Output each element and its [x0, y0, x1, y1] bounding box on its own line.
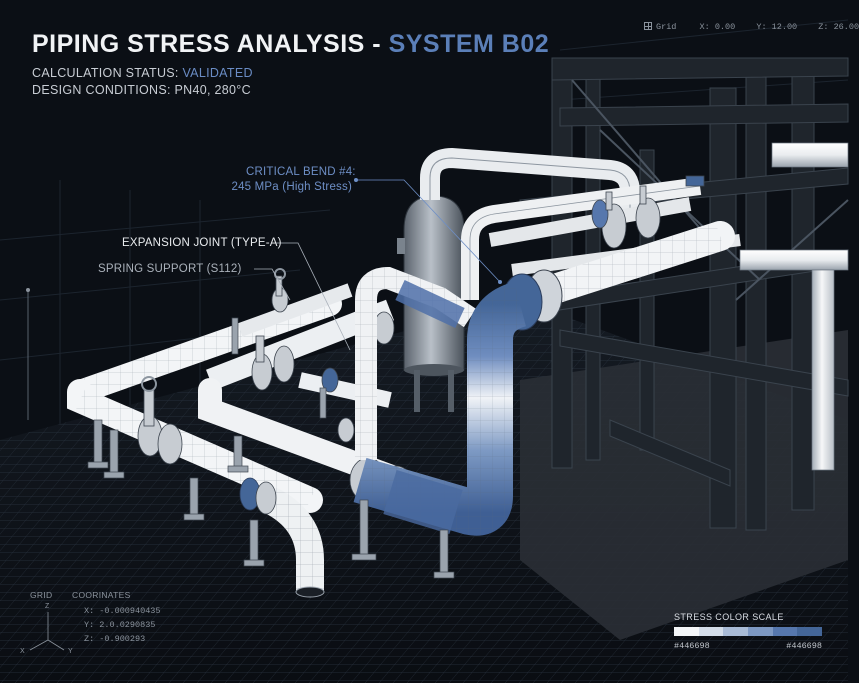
coordinates-readout: X: -0.000940435 Y: 2.0.0290835 Z: -0.900… — [84, 604, 161, 646]
axis-y-label: Y — [68, 648, 73, 655]
coord-x: X: -0.000940435 — [84, 606, 161, 616]
grid-toggle[interactable]: Grid — [644, 22, 676, 32]
status-value: VALIDATED — [182, 66, 253, 80]
status-label: CALCULATION STATUS: — [32, 66, 183, 80]
z-readout: Z: 26.00 — [818, 22, 859, 32]
coord-y: Y: 2.0.0290835 — [84, 620, 156, 630]
critical-bend-callout[interactable]: CRITICAL BEND #4: — [246, 166, 356, 178]
title-system: SYSTEM B02 — [388, 30, 550, 58]
stress-color-scale: STRESS COLOR SCALE #446698 #446698 — [674, 612, 823, 651]
stress-scale-max: #446698 — [786, 641, 822, 651]
grid-icon — [644, 22, 652, 30]
x-readout: X: 0.00 — [699, 22, 736, 32]
critical-bend-title: CRITICAL BEND #4: — [246, 166, 356, 178]
critical-bend-stress: 245 MPa (High Stress) — [231, 181, 352, 193]
stress-scale-swatch-4 — [772, 627, 798, 636]
coord-z: Z: -0.900293 — [84, 634, 146, 644]
y-readout: Y: 12.00 — [756, 22, 798, 32]
title-main: PIPING STRESS ANALYSIS - — [32, 30, 389, 58]
stress-scale-swatch-2 — [723, 627, 749, 636]
stress-scale-swatch-3 — [748, 627, 773, 636]
expansion-joint-callout[interactable]: EXPANSION JOINT (TYPE-A) — [122, 237, 282, 249]
stress-scale-min: #446698 — [674, 641, 710, 651]
axis-z-label: Z — [45, 603, 50, 610]
conditions-label: DESIGN CONDITIONS: — [32, 83, 175, 97]
stress-scale-swatch-5 — [797, 627, 823, 636]
view-toolbar: Grid X: 0.00 Y: 12.00 Z: 26.00 — [644, 22, 859, 38]
axis-triad — [29, 612, 65, 651]
stress-scale-swatch-1 — [698, 627, 724, 636]
pressure-vessel — [397, 195, 465, 412]
page-title: PIPING STRESS ANALYSIS - SYSTEM B02 — [32, 30, 549, 59]
grid-label: Grid — [656, 22, 677, 32]
stress-scale-title: STRESS COLOR SCALE — [674, 612, 784, 622]
design-conditions: DESIGN CONDITIONS: PN40, 280°C — [32, 83, 251, 97]
critical-bend-pipe[interactable] — [353, 281, 528, 536]
conditions-value: PN40, 280°C — [174, 83, 251, 97]
calculation-status: CALCULATION STATUS: VALIDATED — [32, 66, 253, 80]
stress-scale-bar — [674, 627, 823, 636]
stress-scale-swatch-0 — [674, 627, 699, 636]
axis-x-label: X — [20, 648, 25, 655]
spring-support-callout[interactable]: SPRING SUPPORT (S112) — [98, 263, 242, 275]
coordinates-label: COORINATES — [72, 590, 131, 600]
grid-label-bottom: GRID — [30, 590, 53, 600]
